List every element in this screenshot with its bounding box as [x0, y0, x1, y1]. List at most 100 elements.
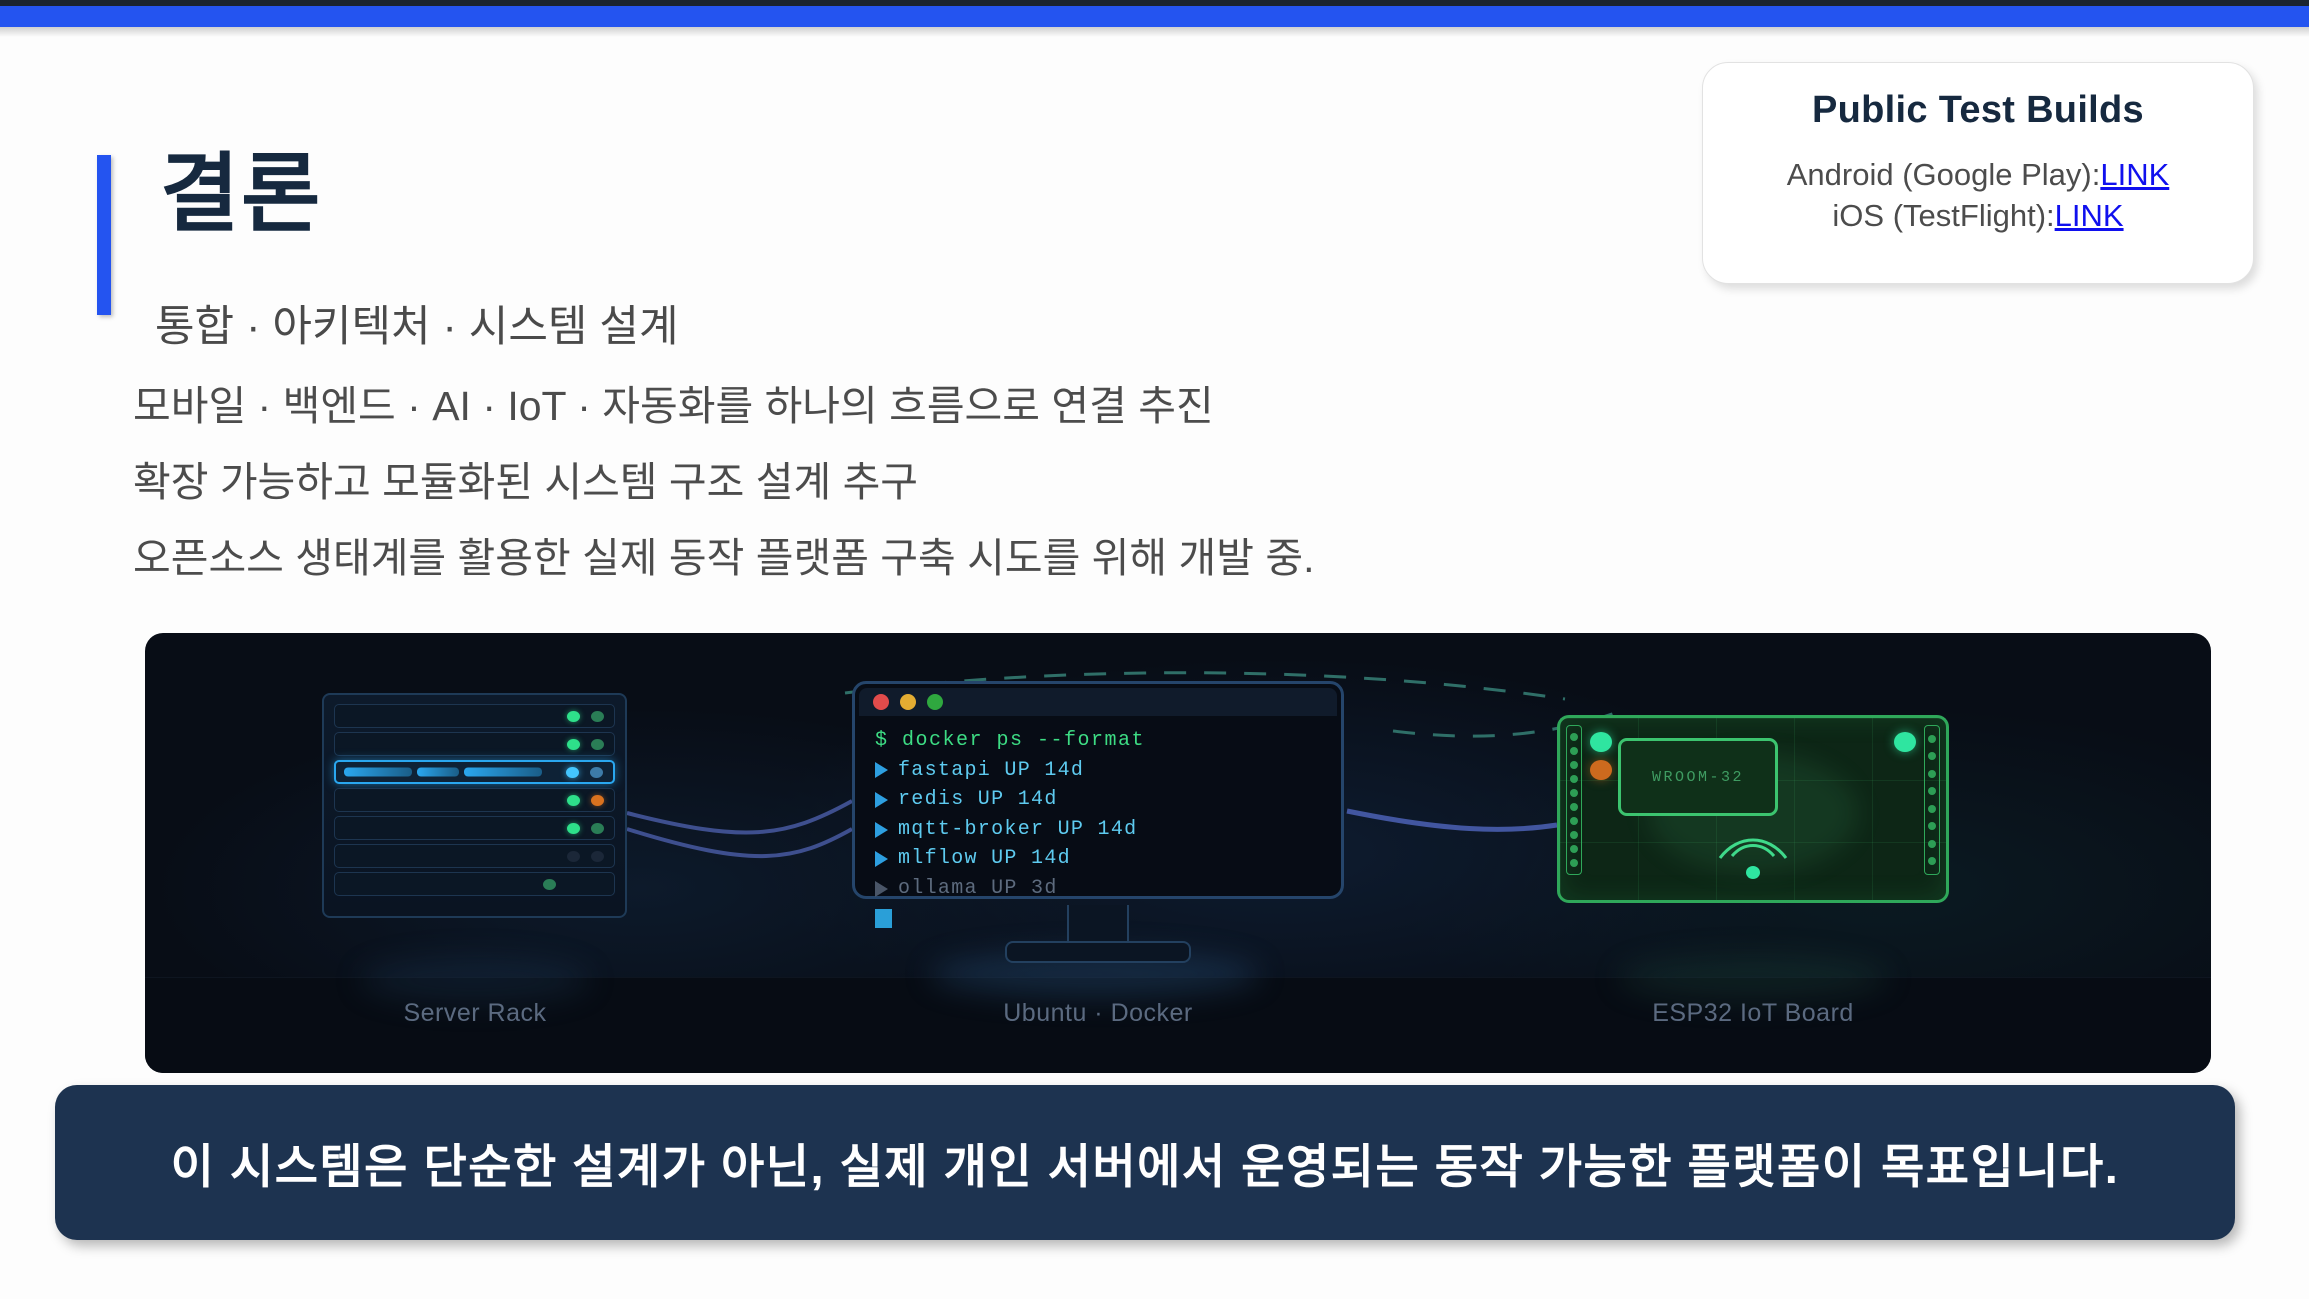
esp32-chip: WROOM-32 [1618, 738, 1778, 816]
play-triangle-icon [875, 762, 888, 779]
body-line: 모바일 · 백엔드 · AI · IoT · 자동화를 하나의 흐름으로 연결 … [133, 383, 1214, 429]
body-line: 오픈소스 생태계를 활용한 실제 동작 플랫폼 구축 시도를 위해 개발 중. [133, 535, 1315, 581]
page-subtitle: 통합 · 아키텍처 · 시스템 설계 [155, 303, 679, 351]
terminal-row-text: fastapi UP 14d [898, 758, 1085, 782]
pin-icon [1570, 859, 1578, 867]
glow-pool-rack [360, 957, 590, 1003]
card-row-android: Android (Google Play):LINK [1703, 154, 2253, 195]
rack-slot [334, 788, 615, 812]
terminal-cursor [875, 908, 892, 928]
led-green-icon [567, 822, 580, 834]
play-triangle-icon [875, 791, 888, 808]
top-bar-shadow [0, 27, 2309, 37]
terminal-row: mlflow UP 14d [875, 844, 1337, 874]
terminal-row-text: redis UP 14d [898, 788, 1058, 812]
led-steel-icon [590, 766, 603, 778]
android-label: Android (Google Play): [1786, 157, 2101, 192]
rack-slot-active [334, 760, 615, 784]
public-test-builds-card: Public Test Builds Android (Google Play)… [1702, 62, 2254, 284]
led-dim-green-icon [543, 878, 556, 890]
pin-icon [1570, 803, 1578, 811]
pin-icon [1570, 789, 1578, 797]
chip-label: WROOM-32 [1651, 768, 1744, 786]
banner-text: 이 시스템은 단순한 설계가 아닌, 실제 개인 서버에서 운영되는 동작 가능… [170, 1140, 2120, 1193]
android-link[interactable]: LINK [2100, 157, 2170, 192]
body-text-block: 모바일 · 백엔드 · AI · IoT · 자동화를 하나의 흐름으로 연결 … [133, 386, 1633, 614]
terminal-prompt-line: $ docker ps --format [875, 729, 1146, 752]
esp32-board: WROOM-32 [1557, 715, 1949, 903]
pin-header-left [1566, 725, 1582, 875]
pin-header-right [1924, 725, 1940, 875]
led-dim-green-icon [591, 822, 604, 834]
led-cyan-icon [566, 766, 579, 778]
board-led-green-icon [1894, 732, 1916, 752]
pin-icon [1570, 747, 1578, 755]
pin-icon [1928, 769, 1936, 778]
pin-icon [1928, 804, 1936, 813]
card-rows: Android (Google Play):LINK iOS (TestFlig… [1703, 154, 2253, 236]
ios-label: iOS (TestFlight): [1832, 198, 2055, 234]
label-server-rack: Server Rack [403, 999, 547, 1027]
antenna-dot-icon [1746, 866, 1760, 879]
terminal-row: redis UP 14d [875, 785, 1337, 815]
pin-icon [1928, 734, 1936, 743]
play-triangle-icon [875, 851, 888, 868]
led-dim-green-icon [591, 710, 604, 722]
server-rack [322, 693, 627, 918]
top-accent-bar [0, 6, 2309, 27]
led-dim-green-icon [591, 738, 604, 750]
terminal-output: $ docker ps --format fastapi UP 14d redi… [859, 716, 1337, 928]
led-green-icon [567, 738, 580, 750]
rack-slot [334, 816, 615, 840]
board-led-orange-icon [1590, 760, 1612, 780]
card-title: Public Test Builds [1812, 89, 2144, 131]
close-icon [873, 694, 889, 710]
led-orange-icon [591, 794, 604, 806]
activity-bars [344, 767, 542, 777]
terminal-titlebar [859, 688, 1337, 716]
pin-icon [1928, 787, 1936, 796]
led-green-icon [567, 710, 580, 722]
led-green-icon [567, 794, 580, 806]
pin-icon [1570, 831, 1578, 839]
illustration-floor [145, 977, 2211, 1073]
terminal-row: ollama UP 3d [875, 874, 1337, 904]
label-ubuntu-docker: Ubuntu · Docker [1003, 999, 1193, 1027]
architecture-illustration: Server Rack $ docker ps --format fastapi… [145, 633, 2211, 1073]
antenna-wave-icon [1718, 838, 1788, 859]
rack-slot [334, 732, 615, 756]
pin-icon [1570, 733, 1578, 741]
minimize-icon [900, 694, 916, 710]
pin-icon [1570, 775, 1578, 783]
terminal-row: fastapi UP 14d [875, 756, 1337, 786]
pin-icon [1928, 857, 1936, 866]
conclusion-banner: 이 시스템은 단순한 설계가 아닌, 실제 개인 서버에서 운영되는 동작 가능… [55, 1085, 2235, 1240]
pin-icon [1570, 817, 1578, 825]
play-triangle-icon [875, 880, 888, 897]
terminal-row-text: ollama UP 3d [898, 876, 1058, 900]
card-row-ios: iOS (TestFlight):LINK [1703, 195, 2253, 236]
monitor-stand-base [1005, 941, 1191, 963]
terminal-row: mqtt-broker UP 14d [875, 815, 1337, 845]
body-line: 확장 가능하고 모듈화된 시스템 구조 설계 추구 [133, 459, 919, 505]
ios-link[interactable]: LINK [2054, 198, 2124, 234]
board-led-green-icon [1590, 732, 1612, 752]
terminal-row-text: mlflow UP 14d [898, 847, 1071, 871]
ubuntu-docker-monitor: $ docker ps --format fastapi UP 14d redi… [852, 681, 1344, 963]
label-esp32-board: ESP32 IoT Board [1652, 999, 1854, 1027]
terminal-row-text: mqtt-broker UP 14d [898, 817, 1138, 841]
monitor-stand-neck [1067, 905, 1129, 943]
glow-pool-board [1618, 955, 1888, 1001]
led-off-icon [591, 850, 604, 862]
led-off-icon [567, 850, 580, 862]
pin-icon [1928, 822, 1936, 831]
top-dark-strip [0, 0, 2309, 6]
pin-icon [1570, 761, 1578, 769]
pin-icon [1928, 752, 1936, 761]
rack-slot [334, 704, 615, 728]
pin-icon [1570, 845, 1578, 853]
pin-icon [1928, 839, 1936, 848]
rack-slot [334, 844, 615, 868]
page-title: 결론 [160, 146, 323, 242]
